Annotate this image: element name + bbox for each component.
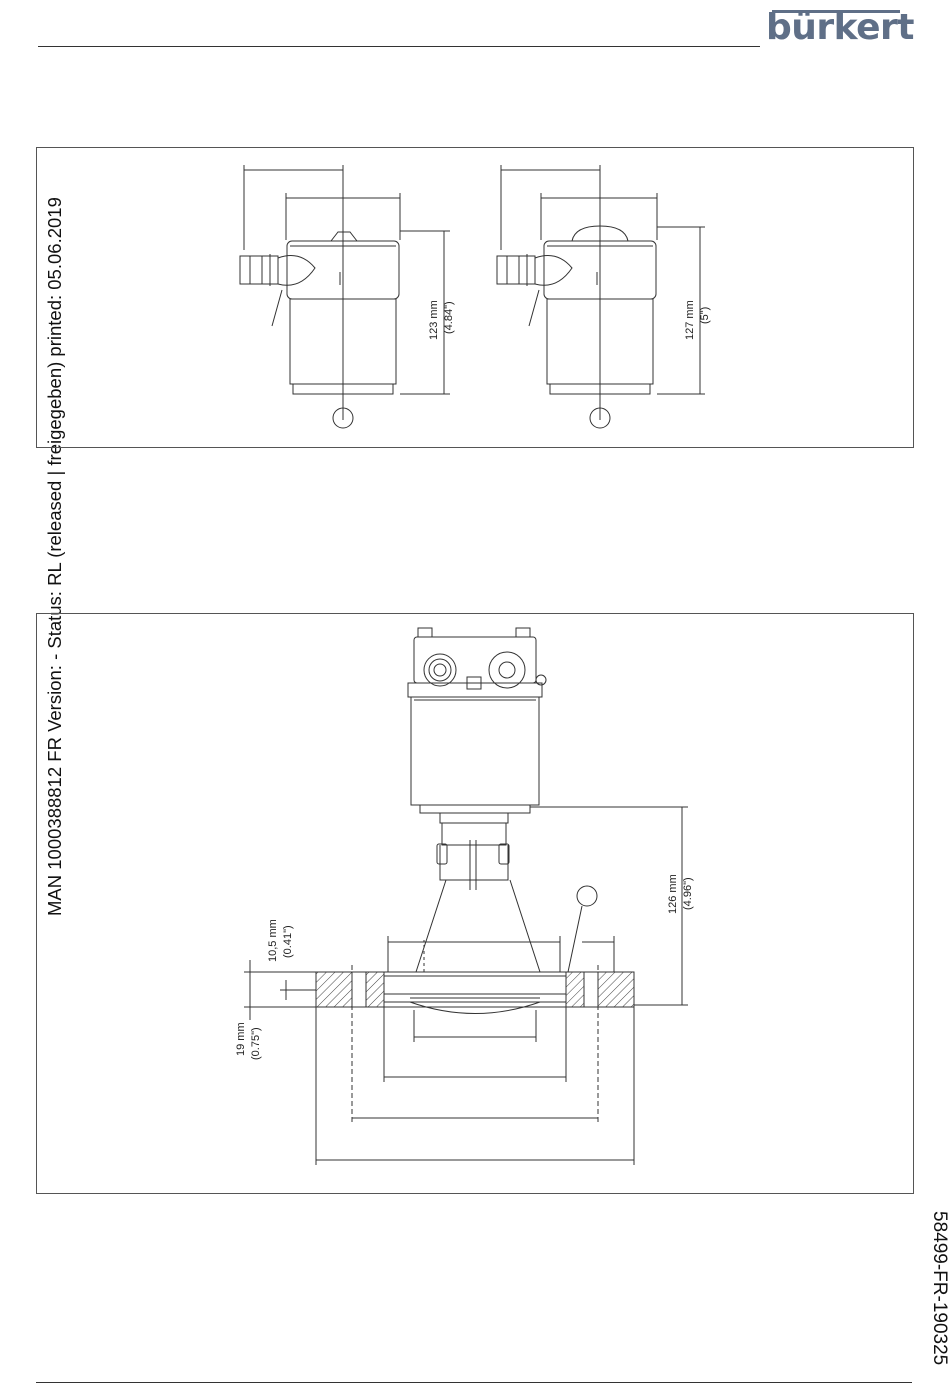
- dim-left-mm: 123 mm: [428, 300, 440, 340]
- sensor-flange-drawing: [244, 628, 688, 1165]
- footer-rule: [36, 1382, 912, 1383]
- dim-right-mm: 127 mm: [684, 300, 696, 340]
- dim-top-mm: 10,5 mm: [267, 919, 279, 962]
- dim-flange-in: (0.75"): [250, 1027, 262, 1060]
- dim-height-mm: 126 mm: [667, 874, 679, 914]
- housing-drawing-left: [240, 165, 450, 428]
- dim-right-in: (5"): [699, 307, 711, 324]
- housing-drawing-right: [497, 165, 705, 428]
- dim-top-in: (0.41"): [282, 925, 294, 958]
- dim-left-in: (4.84"): [443, 301, 455, 334]
- dim-flange-mm: 19 mm: [235, 1022, 247, 1056]
- dim-height-in: (4.96"): [682, 877, 694, 910]
